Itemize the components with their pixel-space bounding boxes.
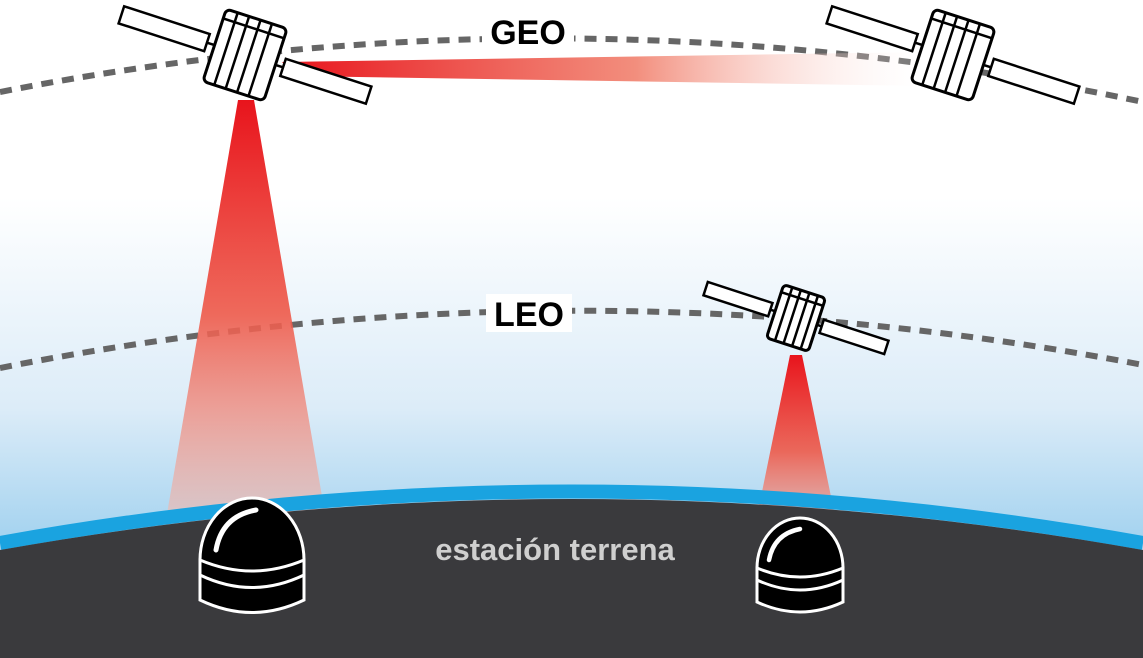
leo-label: LEO [494,296,564,334]
ground-station-dome-icon [755,516,845,614]
geo-label-bg [482,14,574,50]
satellite-icon [117,4,373,106]
geo-label: GEO [490,14,566,52]
ground-station-label: estación terrena [435,532,675,567]
satellite-icon [701,280,891,356]
atmosphere-edge [0,484,1143,550]
geo-downlink-beam [156,100,336,578]
leo-label-bg [486,294,572,332]
ground-station-dome-icon [198,496,306,614]
satellite-icon [825,4,1081,106]
geo-intersatellite-link [282,52,925,86]
